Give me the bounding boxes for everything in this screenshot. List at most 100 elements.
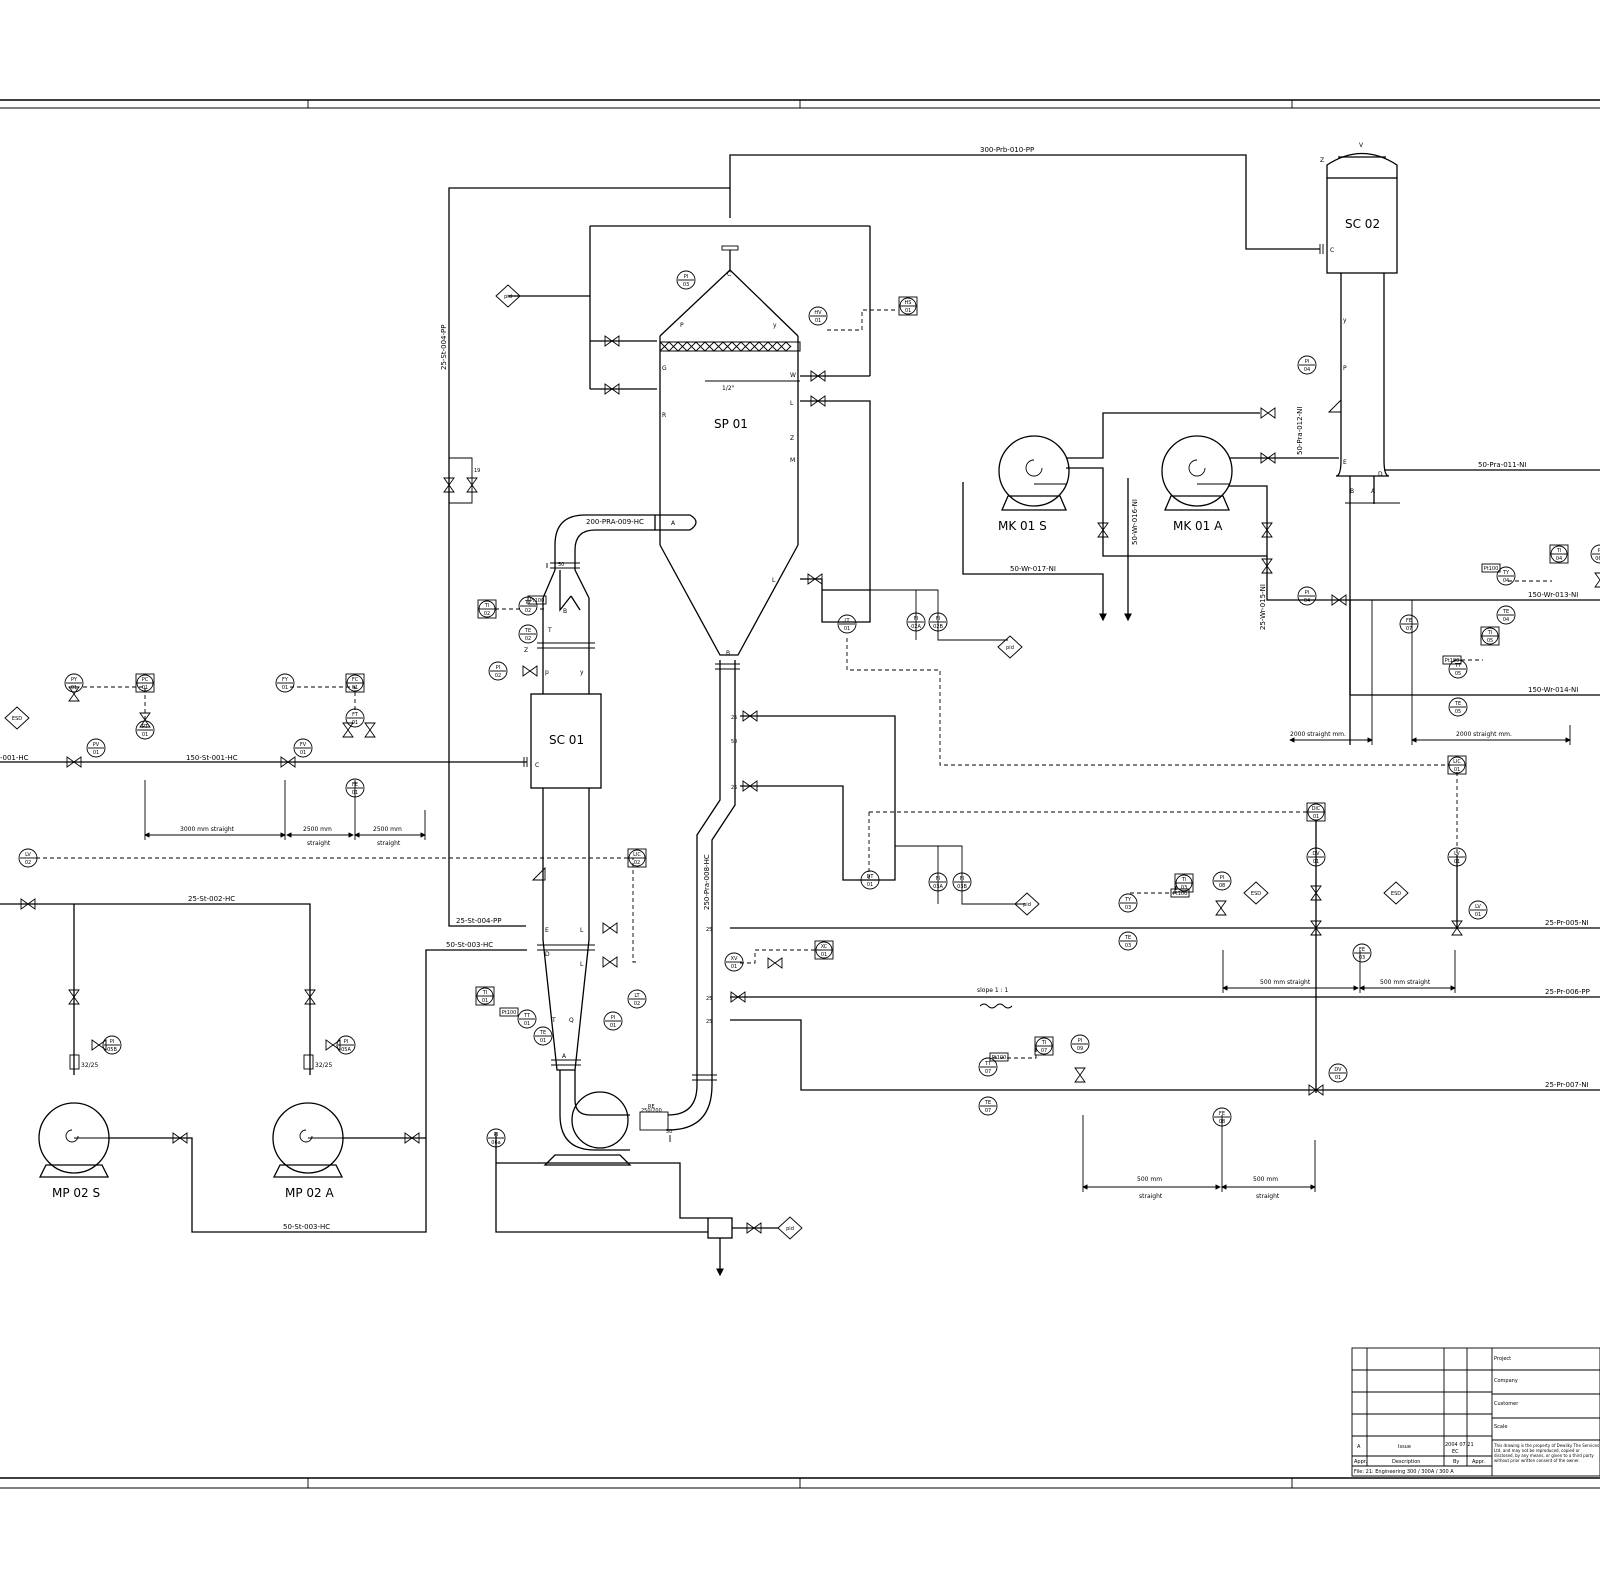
valve[interactable] xyxy=(742,710,758,722)
instrument-pi-06b[interactable]: PI06b xyxy=(1590,544,1600,564)
valve[interactable] xyxy=(304,989,316,1005)
valve[interactable] xyxy=(68,989,80,1005)
valve[interactable] xyxy=(1261,558,1273,574)
valve[interactable] xyxy=(522,665,538,677)
valve[interactable] xyxy=(767,957,783,969)
valve[interactable] xyxy=(325,1039,341,1051)
valve[interactable] xyxy=(66,756,82,768)
valve[interactable] xyxy=(1261,522,1273,538)
valve[interactable] xyxy=(746,1222,762,1234)
valve[interactable] xyxy=(604,335,620,347)
valve[interactable] xyxy=(730,991,746,1003)
instrument-bubbles[interactable]: PI03HV01HS01PI04TI02TT02TE02PI02PY01PC01… xyxy=(18,270,1600,1148)
valve[interactable] xyxy=(1097,522,1109,538)
column-sc02[interactable]: SC 02 V Z C y P E D B A xyxy=(1320,142,1400,745)
valve[interactable] xyxy=(1331,594,1347,606)
valve[interactable] xyxy=(602,956,618,968)
valve[interactable] xyxy=(1215,900,1227,916)
valve[interactable] xyxy=(91,1039,107,1051)
valve[interactable] xyxy=(1594,572,1600,588)
valve[interactable] xyxy=(280,756,296,768)
scrubber-sc01[interactable]: SC 01 C p y Z T B E D L L T Q A 50 xyxy=(524,514,655,1071)
valve[interactable] xyxy=(1451,920,1463,936)
blower-mk01s[interactable]: MK 01 S xyxy=(998,435,1070,533)
valve[interactable] xyxy=(443,477,455,493)
valve[interactable] xyxy=(1074,1067,1086,1083)
valve[interactable] xyxy=(1260,452,1276,464)
valve[interactable] xyxy=(404,1132,420,1144)
valve[interactable] xyxy=(20,898,36,910)
valve[interactable] xyxy=(139,712,151,728)
separator-sp01[interactable]: SP 01 1/2" C P y G R W L Z M L B A xyxy=(589,225,871,657)
valve[interactable] xyxy=(1260,407,1276,419)
blower-mk01a[interactable]: MK 01 A xyxy=(1161,435,1233,533)
pump-sc01-bottom[interactable]: RE 250/200 250-Pra-008-HC 50 xyxy=(543,660,740,1166)
valve[interactable] xyxy=(364,722,376,738)
valve[interactable] xyxy=(604,383,620,395)
valve[interactable] xyxy=(602,922,618,934)
valve[interactable] xyxy=(68,686,80,702)
valve[interactable] xyxy=(342,722,354,738)
pump-mp02a[interactable]: MP 02 A xyxy=(272,1102,344,1200)
valve[interactable] xyxy=(742,780,758,792)
valve[interactable] xyxy=(1310,885,1322,901)
valve[interactable] xyxy=(807,573,823,585)
pump-mp02s[interactable]: MP 02 S xyxy=(38,1102,110,1200)
valve[interactable] xyxy=(1308,1084,1324,1096)
valve[interactable] xyxy=(466,477,478,493)
valve[interactable] xyxy=(810,395,826,407)
